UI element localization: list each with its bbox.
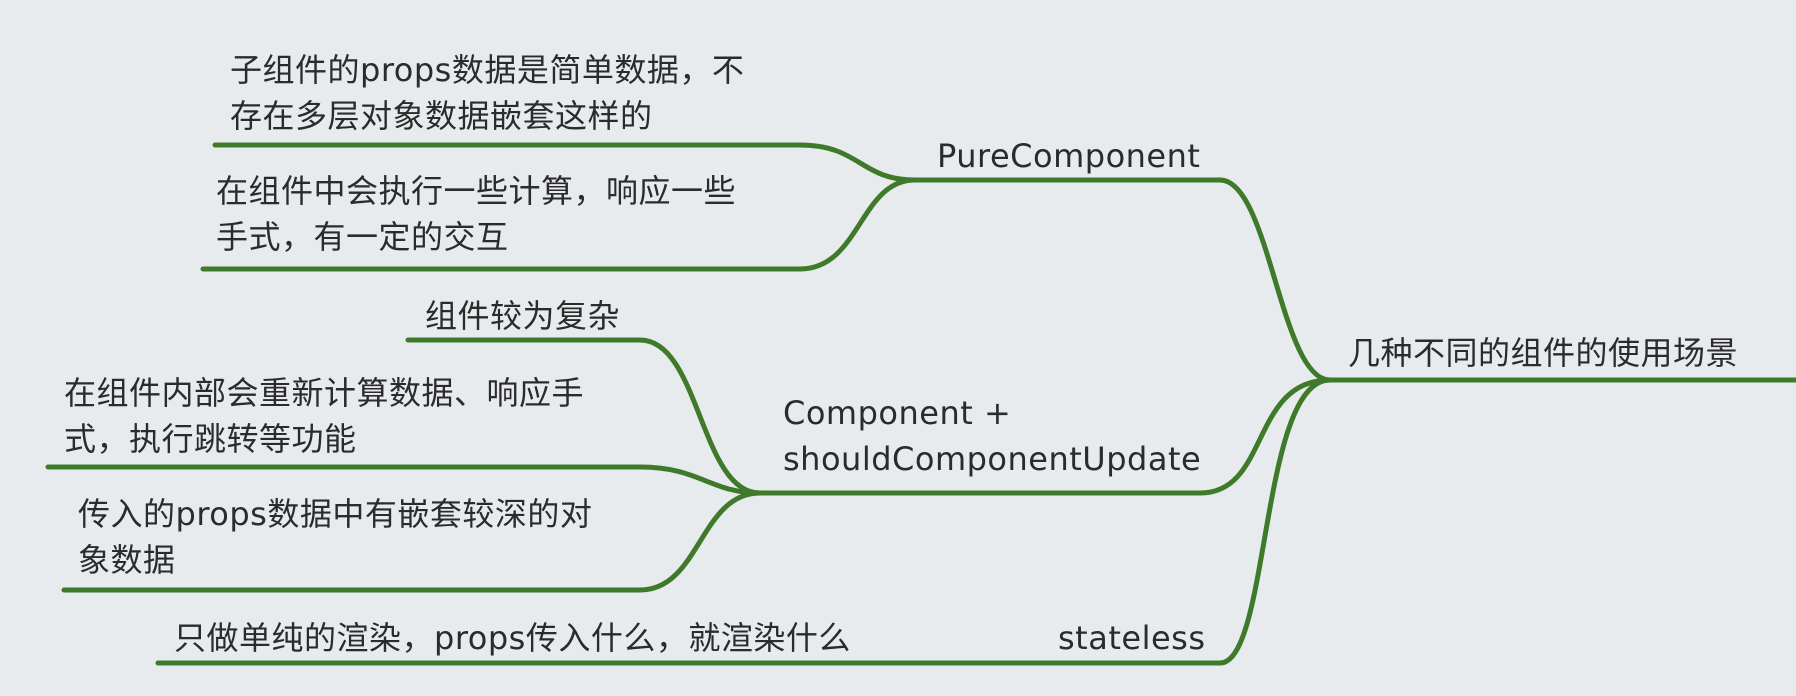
connector-root-stateless — [1217, 377, 1333, 666]
leaf-line: 组件较为复杂 — [425, 297, 621, 335]
connector-pure-leaf-2 — [200, 177, 918, 272]
leaf-stateless-render[interactable]: 只做单纯的渲染，props传入什么，就渲染什么 — [174, 615, 851, 661]
branch-purecomponent[interactable]: PureComponent — [937, 137, 1201, 175]
branch-component-should-update[interactable]: Component + shouldComponentUpdate — [783, 390, 1201, 482]
root-node[interactable]: 几种不同的组件的使用场景 — [1348, 334, 1739, 372]
leaf-line: 式，执行跳转等功能 — [64, 420, 357, 458]
leaf-line: 在组件内部会重新计算数据、响应手 — [64, 374, 585, 412]
branch-component-line-1: Component + — [783, 394, 1012, 432]
leaf-comp-deep-props[interactable]: 传入的props数据中有嵌套较深的对 象数据 — [78, 491, 592, 583]
connector-comp-leaf-3 — [61, 490, 763, 593]
connector-root-component — [1197, 377, 1333, 496]
leaf-line: 存在多层对象数据嵌套这样的 — [230, 97, 653, 135]
connector-comp-leaf-2 — [45, 464, 763, 496]
leaf-line: 只做单纯的渲染，props传入什么，就渲染什么 — [174, 619, 851, 657]
connector-pure-leaf-1 — [212, 142, 918, 183]
branch-stateless[interactable]: stateless — [1058, 619, 1206, 657]
leaf-comp-recompute[interactable]: 在组件内部会重新计算数据、响应手 式，执行跳转等功能 — [64, 370, 584, 462]
connector-root-purecomponent — [1217, 177, 1333, 383]
leaf-line: 在组件中会执行一些计算，响应一些 — [216, 172, 737, 210]
connector-comp-leaf-1 — [405, 337, 763, 496]
leaf-line: 象数据 — [78, 541, 176, 579]
leaf-pure-simple-props[interactable]: 子组件的props数据是简单数据，不 存在多层对象数据嵌套这样的 — [230, 47, 744, 139]
branch-component-line-2: shouldComponentUpdate — [783, 440, 1202, 478]
leaf-pure-compute-interact[interactable]: 在组件中会执行一些计算，响应一些 手式，有一定的交互 — [216, 168, 736, 260]
leaf-line: 子组件的props数据是简单数据，不 — [230, 51, 745, 89]
leaf-comp-complex[interactable]: 组件较为复杂 — [425, 293, 620, 339]
leaf-line: 传入的props数据中有嵌套较深的对 — [78, 495, 593, 533]
leaf-line: 手式，有一定的交互 — [216, 218, 509, 256]
